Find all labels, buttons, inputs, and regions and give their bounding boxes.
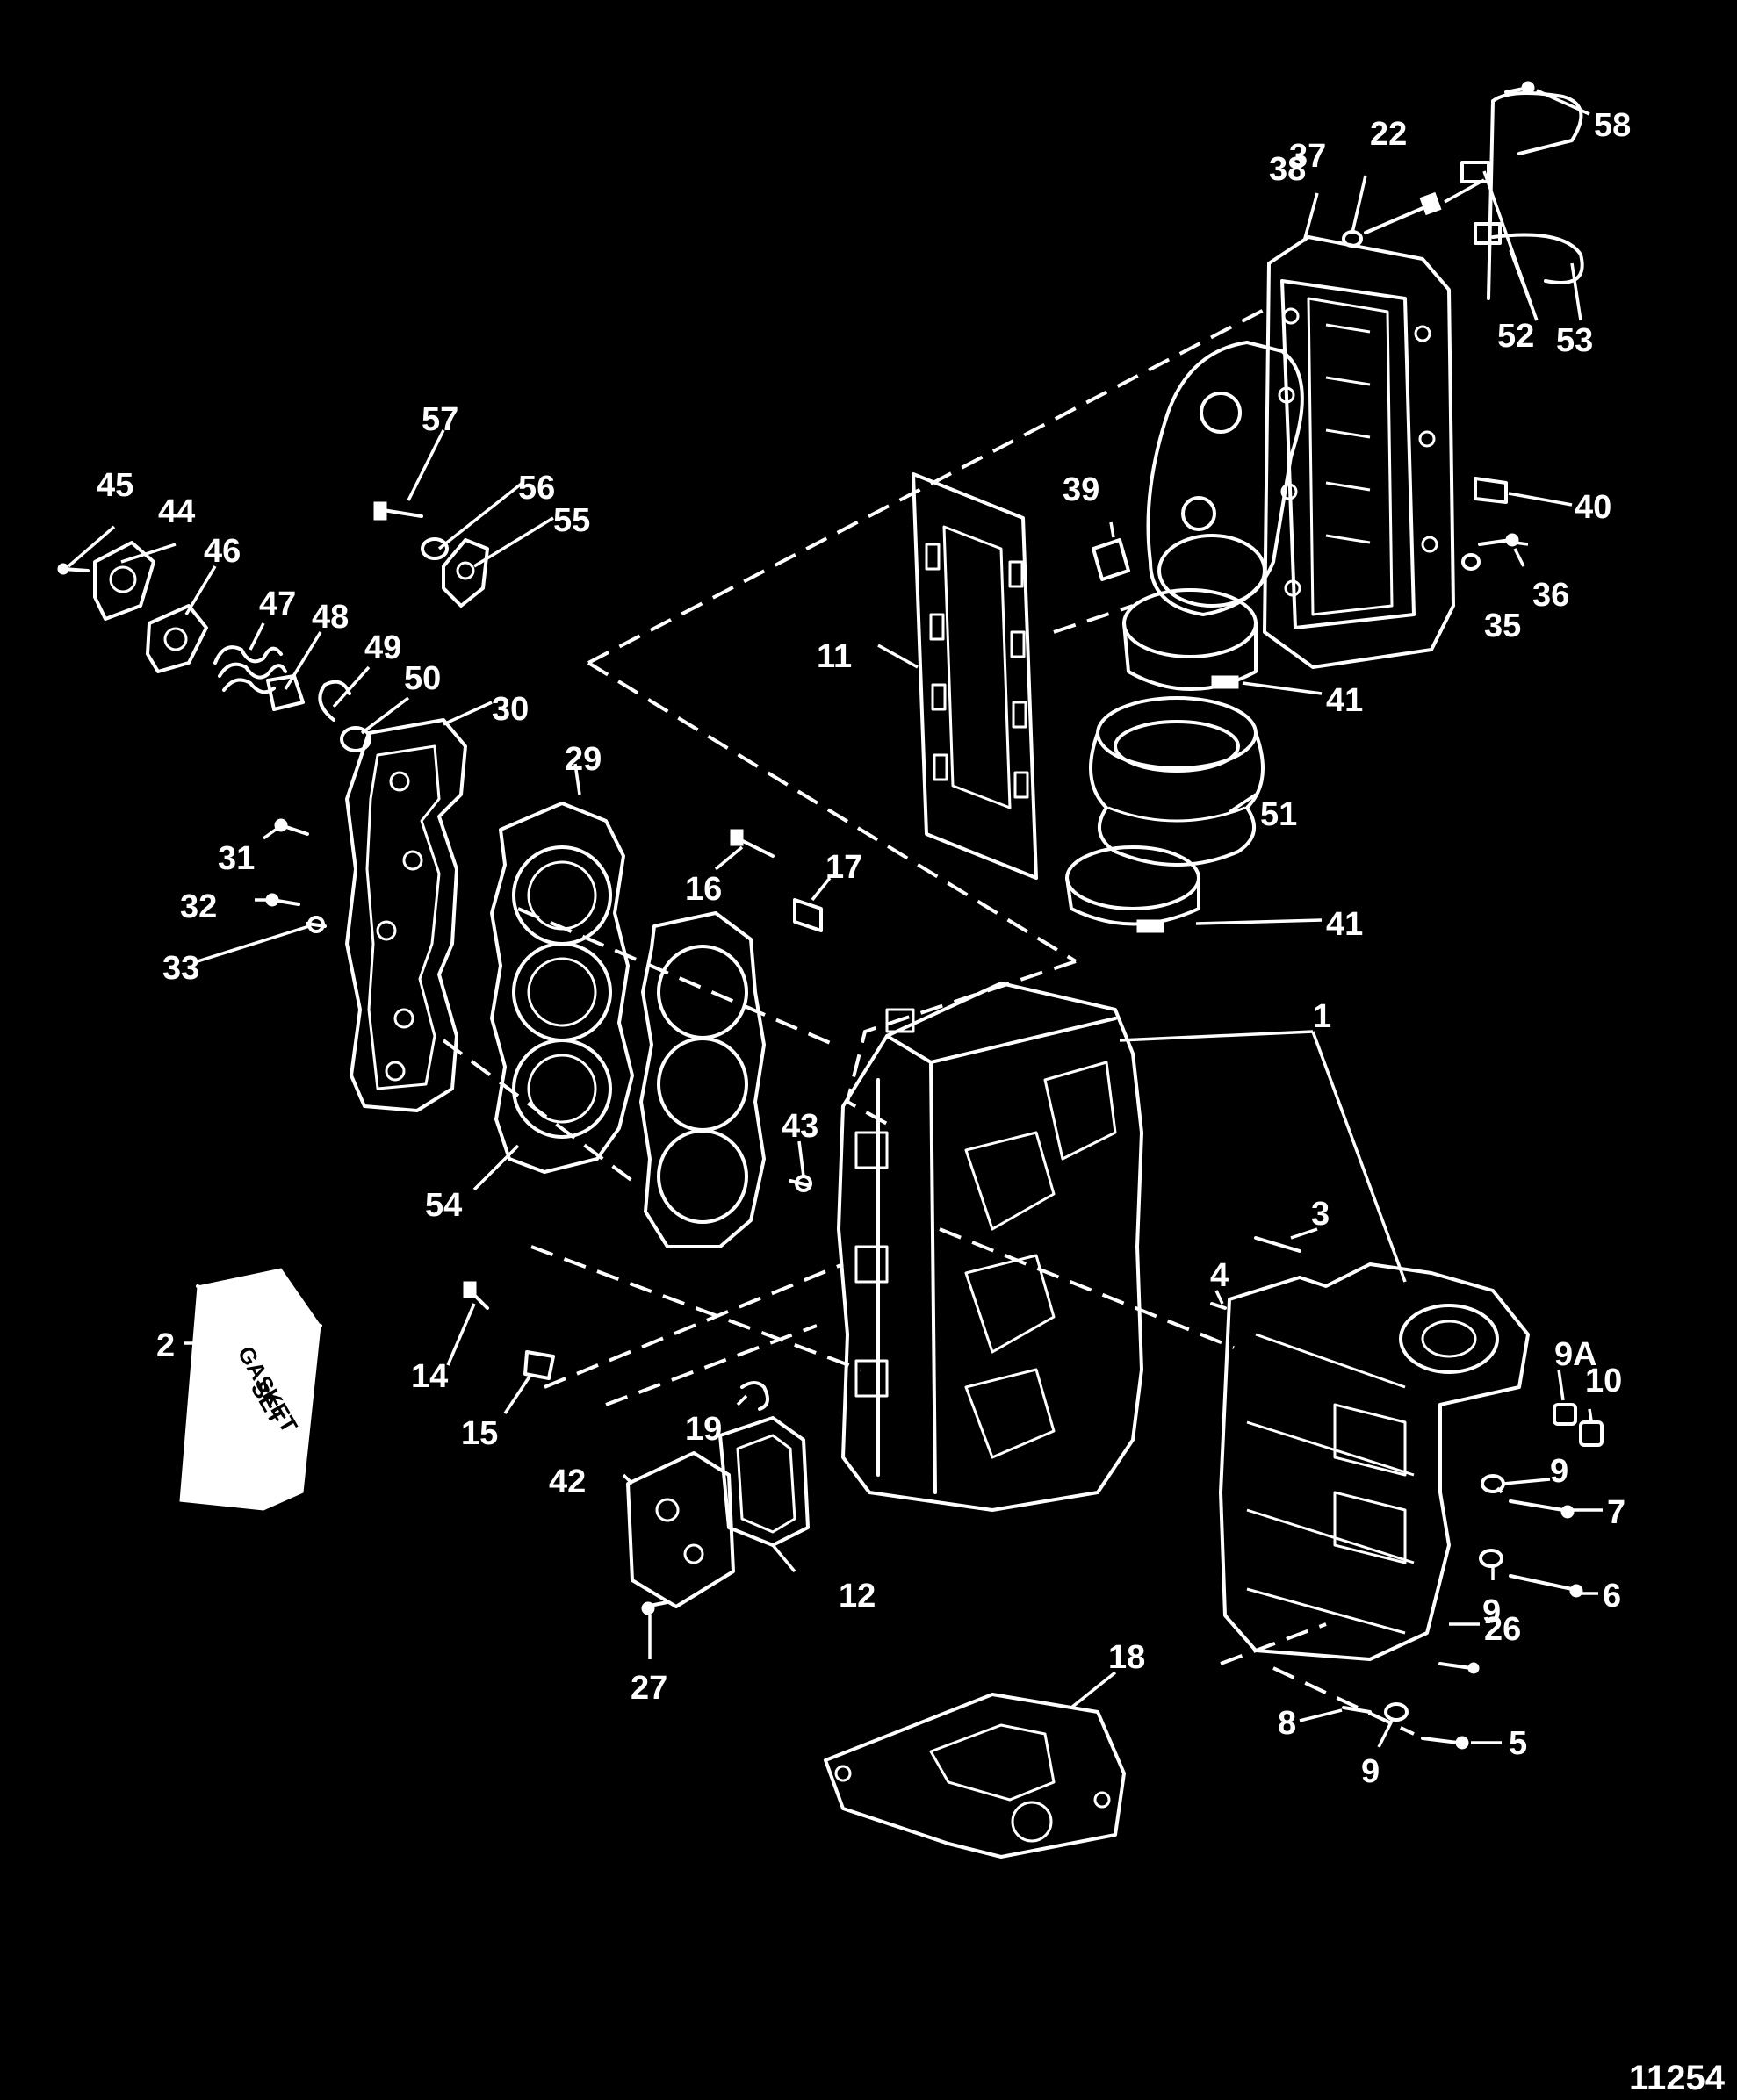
callout-7: 7 (1607, 1494, 1625, 1531)
callout-11: 11 (817, 638, 852, 675)
callout-3: 3 (1311, 1196, 1330, 1233)
callout-42: 42 (549, 1464, 586, 1500)
gasket-set-box-part-2: GASKET SET (179, 1268, 322, 1511)
hose-clamp-part-41-upper (1122, 588, 1258, 691)
callout-8: 8 (1278, 1705, 1296, 1742)
callout-56: 56 (518, 470, 555, 507)
callout-36: 36 (1532, 577, 1569, 614)
callout-12: 12 (839, 1578, 876, 1615)
callout-29: 29 (565, 741, 602, 778)
callout-40: 40 (1575, 489, 1611, 526)
callout-26: 26 (1484, 1611, 1521, 1648)
callout-45: 45 (97, 467, 133, 504)
callout-14: 14 (411, 1358, 448, 1395)
callout-35: 35 (1484, 608, 1521, 644)
callout-9-a: 9 (1550, 1453, 1568, 1490)
callout-44: 44 (158, 493, 195, 530)
leader-lines (67, 89, 1603, 1748)
callout-9a: 9A (1554, 1336, 1597, 1373)
callout-17: 17 (825, 849, 862, 886)
callout-19: 19 (685, 1411, 722, 1448)
thermostat-parts (57, 501, 489, 752)
callout-32: 32 (180, 888, 217, 925)
rubber-boot-part-51 (1089, 696, 1265, 867)
callout-54: 54 (425, 1187, 462, 1224)
callout-38-label: 38 (1269, 151, 1306, 188)
callout-51: 51 (1260, 796, 1297, 833)
callout-57: 57 (422, 401, 458, 438)
callout-22: 22 (1370, 116, 1407, 153)
alignment-lines (442, 306, 1415, 1736)
callout-50: 50 (404, 660, 441, 697)
callout-46: 46 (204, 533, 241, 570)
callout-10: 10 (1585, 1363, 1622, 1399)
callout-49: 49 (364, 629, 401, 666)
callout-9-b: 9 (1482, 1593, 1501, 1630)
drawing-number: 11254 (1629, 2059, 1726, 2097)
exhaust-gasket-part-11 (912, 472, 1038, 880)
callout-33: 33 (162, 950, 199, 987)
callout-55: 55 (553, 502, 590, 539)
callout-27: 27 (631, 1670, 667, 1707)
engine-block-part-1 (837, 982, 1143, 1512)
callout-43: 43 (782, 1108, 818, 1145)
crankcase-cover (1219, 1262, 1530, 1661)
cover-screws (265, 818, 327, 933)
callout-41-upper: 41 (1326, 682, 1363, 719)
head-gasket-part-54 (639, 911, 766, 1248)
callout-37: 37 (1289, 138, 1326, 175)
exhaust-elbow (1146, 341, 1304, 616)
callout-52: 52 (1497, 318, 1534, 355)
callout-5: 5 (1509, 1725, 1527, 1762)
callout-18: 18 (1108, 1639, 1145, 1676)
callout-47: 47 (259, 586, 296, 622)
callout-15: 15 (461, 1415, 498, 1452)
callout-53: 53 (1556, 322, 1593, 359)
cylinder-head-part-29 (490, 802, 634, 1174)
callout-16: 16 (685, 871, 722, 908)
callout-1: 1 (1313, 998, 1331, 1035)
callout-4: 4 (1210, 1257, 1229, 1294)
callout-39: 39 (1063, 471, 1099, 508)
hose-clamp-part-41-lower (1065, 845, 1200, 933)
callout-58: 58 (1594, 107, 1631, 144)
misc-small-parts (463, 829, 1604, 1859)
callout-2: 2 (156, 1327, 175, 1364)
callout-6: 6 (1603, 1578, 1621, 1615)
callout-48: 48 (312, 599, 349, 636)
callout-31: 31 (218, 840, 255, 877)
callout-labels: 1 2 3 4 5 6 7 8 9 9 9 9 9A 10 11 12 14 1… (97, 107, 1631, 1790)
callout-9-c: 9 (1361, 1753, 1380, 1790)
exhaust-fasteners (1092, 81, 1584, 581)
callout-30: 30 (492, 691, 529, 728)
cylinder-head-cover-part-30 (345, 718, 467, 1112)
callout-41-lower: 41 (1326, 906, 1363, 943)
